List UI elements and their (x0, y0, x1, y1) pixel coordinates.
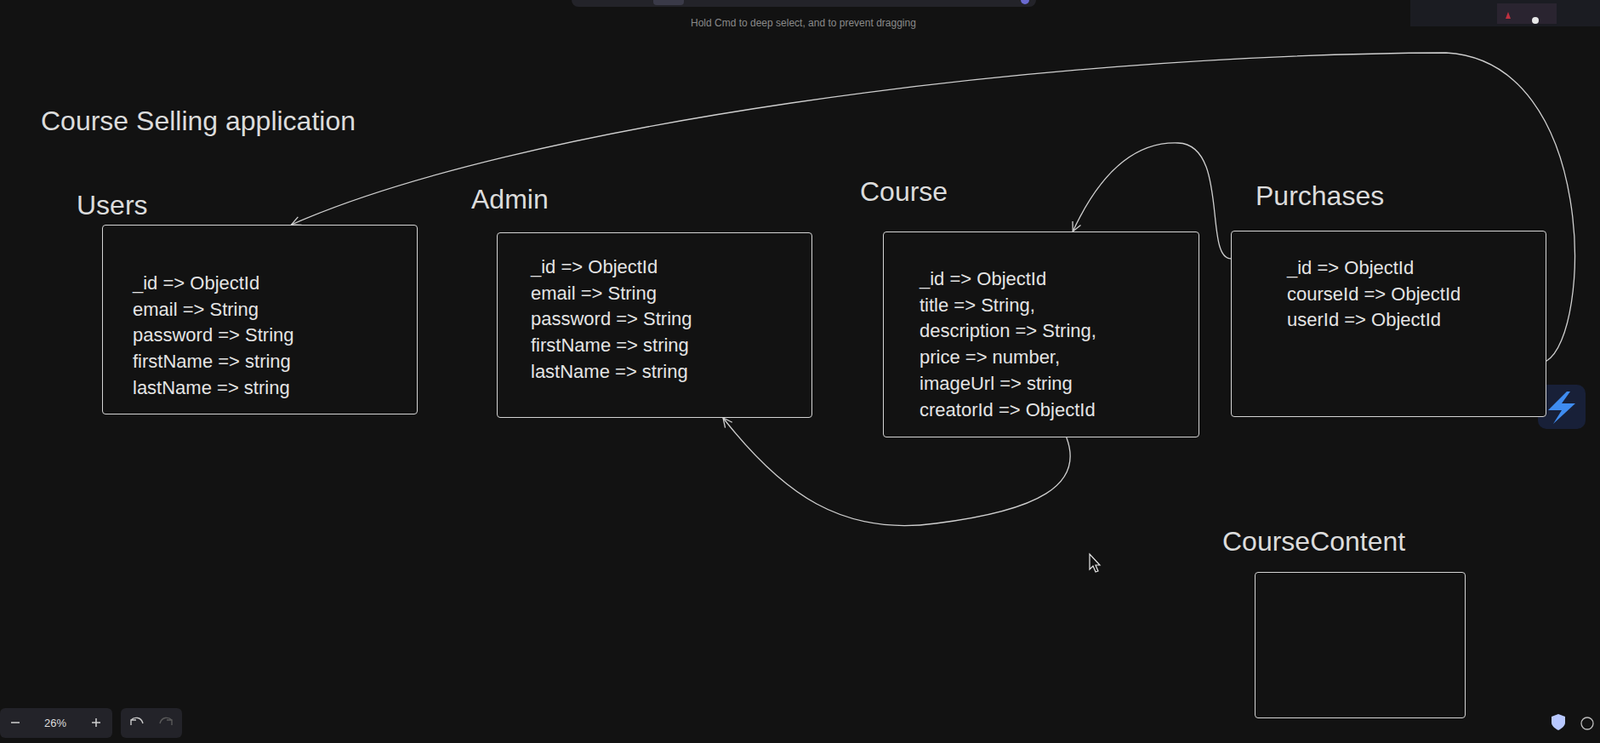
field-line: userId => ObjectId (1286, 307, 1461, 334)
connector-arrow (291, 52, 1576, 361)
zoom-in-icon (95, 717, 97, 727)
field-line: email => String (132, 296, 295, 324)
field-line: _id => ObjectId (919, 266, 1097, 293)
toolbar-dot (1020, 0, 1030, 5)
table-heading: Admin (471, 182, 549, 216)
diagram-title: Course Selling application (40, 104, 356, 137)
table-box: CourseContent (1254, 571, 1466, 718)
arrow-head (1072, 221, 1081, 232)
table-heading: Purchases (1255, 179, 1384, 212)
field-line: _id => ObjectId (530, 254, 693, 281)
field-list: _id => ObjectIdtitle => String,descripti… (919, 266, 1097, 423)
help-icon (1581, 717, 1594, 729)
arrow-head (291, 216, 302, 226)
field-line: imageUrl => string (919, 370, 1097, 398)
table-box: Course_id => ObjectIdtitle => String,des… (882, 231, 1200, 438)
field-list: _id => ObjectIdemail => Stringpassword =… (132, 270, 295, 402)
hint-text: Hold Cmd to deep select, and to prevent … (690, 17, 917, 29)
undo-icon (130, 717, 143, 725)
zoom-bar (0, 707, 113, 738)
webcam-detail (1497, 3, 1557, 24)
field-list: _id => ObjectIdemail => Stringpassword =… (530, 254, 693, 386)
field-line: _id => ObjectId (1286, 255, 1461, 282)
table-box: Users_id => ObjectIdemail => Stringpassw… (102, 224, 418, 415)
arrow-head (723, 417, 733, 428)
app-icon-bolt (1548, 391, 1576, 424)
field-list: _id => ObjectIdcourseId => ObjectIduserI… (1286, 255, 1461, 334)
toolbar-bar (571, 0, 1037, 7)
field-line: lastName => string (530, 358, 693, 386)
field-line: email => String (530, 280, 693, 308)
webcam-thumbnail (1410, 0, 1600, 27)
field-line: creatorId => ObjectId (919, 397, 1097, 424)
mouse-cursor (1089, 553, 1100, 572)
table-box: Admin_id => ObjectIdemail => Stringpassw… (496, 232, 813, 418)
field-line: password => String (132, 322, 295, 349)
undo-bar (120, 707, 183, 738)
zoom-level: 26% (44, 716, 67, 729)
field-line: description => String, (919, 318, 1097, 345)
field-line: price => number, (919, 344, 1097, 371)
zoom-out-icon (11, 721, 20, 724)
table-box: Purchases_id => ObjectIdcourseId => Obje… (1230, 230, 1547, 417)
field-line: firstName => string (132, 348, 295, 376)
shield-icon (1551, 713, 1566, 730)
field-line: _id => ObjectId (132, 270, 295, 297)
redo-icon (159, 717, 172, 725)
field-line: password => String (530, 306, 693, 333)
field-line: lastName => string (132, 375, 295, 402)
connector-line (291, 52, 1576, 361)
field-line: firstName => string (530, 332, 693, 359)
table-heading: Users (76, 188, 149, 222)
field-line: title => String, (919, 292, 1097, 319)
toolbar-button (653, 0, 684, 6)
webcam-detail (1531, 17, 1539, 24)
webcam-detail (1505, 11, 1511, 19)
table-heading: CourseContent (1222, 524, 1406, 558)
field-line: courseId => ObjectId (1286, 281, 1461, 308)
table-heading: Course (859, 175, 948, 208)
